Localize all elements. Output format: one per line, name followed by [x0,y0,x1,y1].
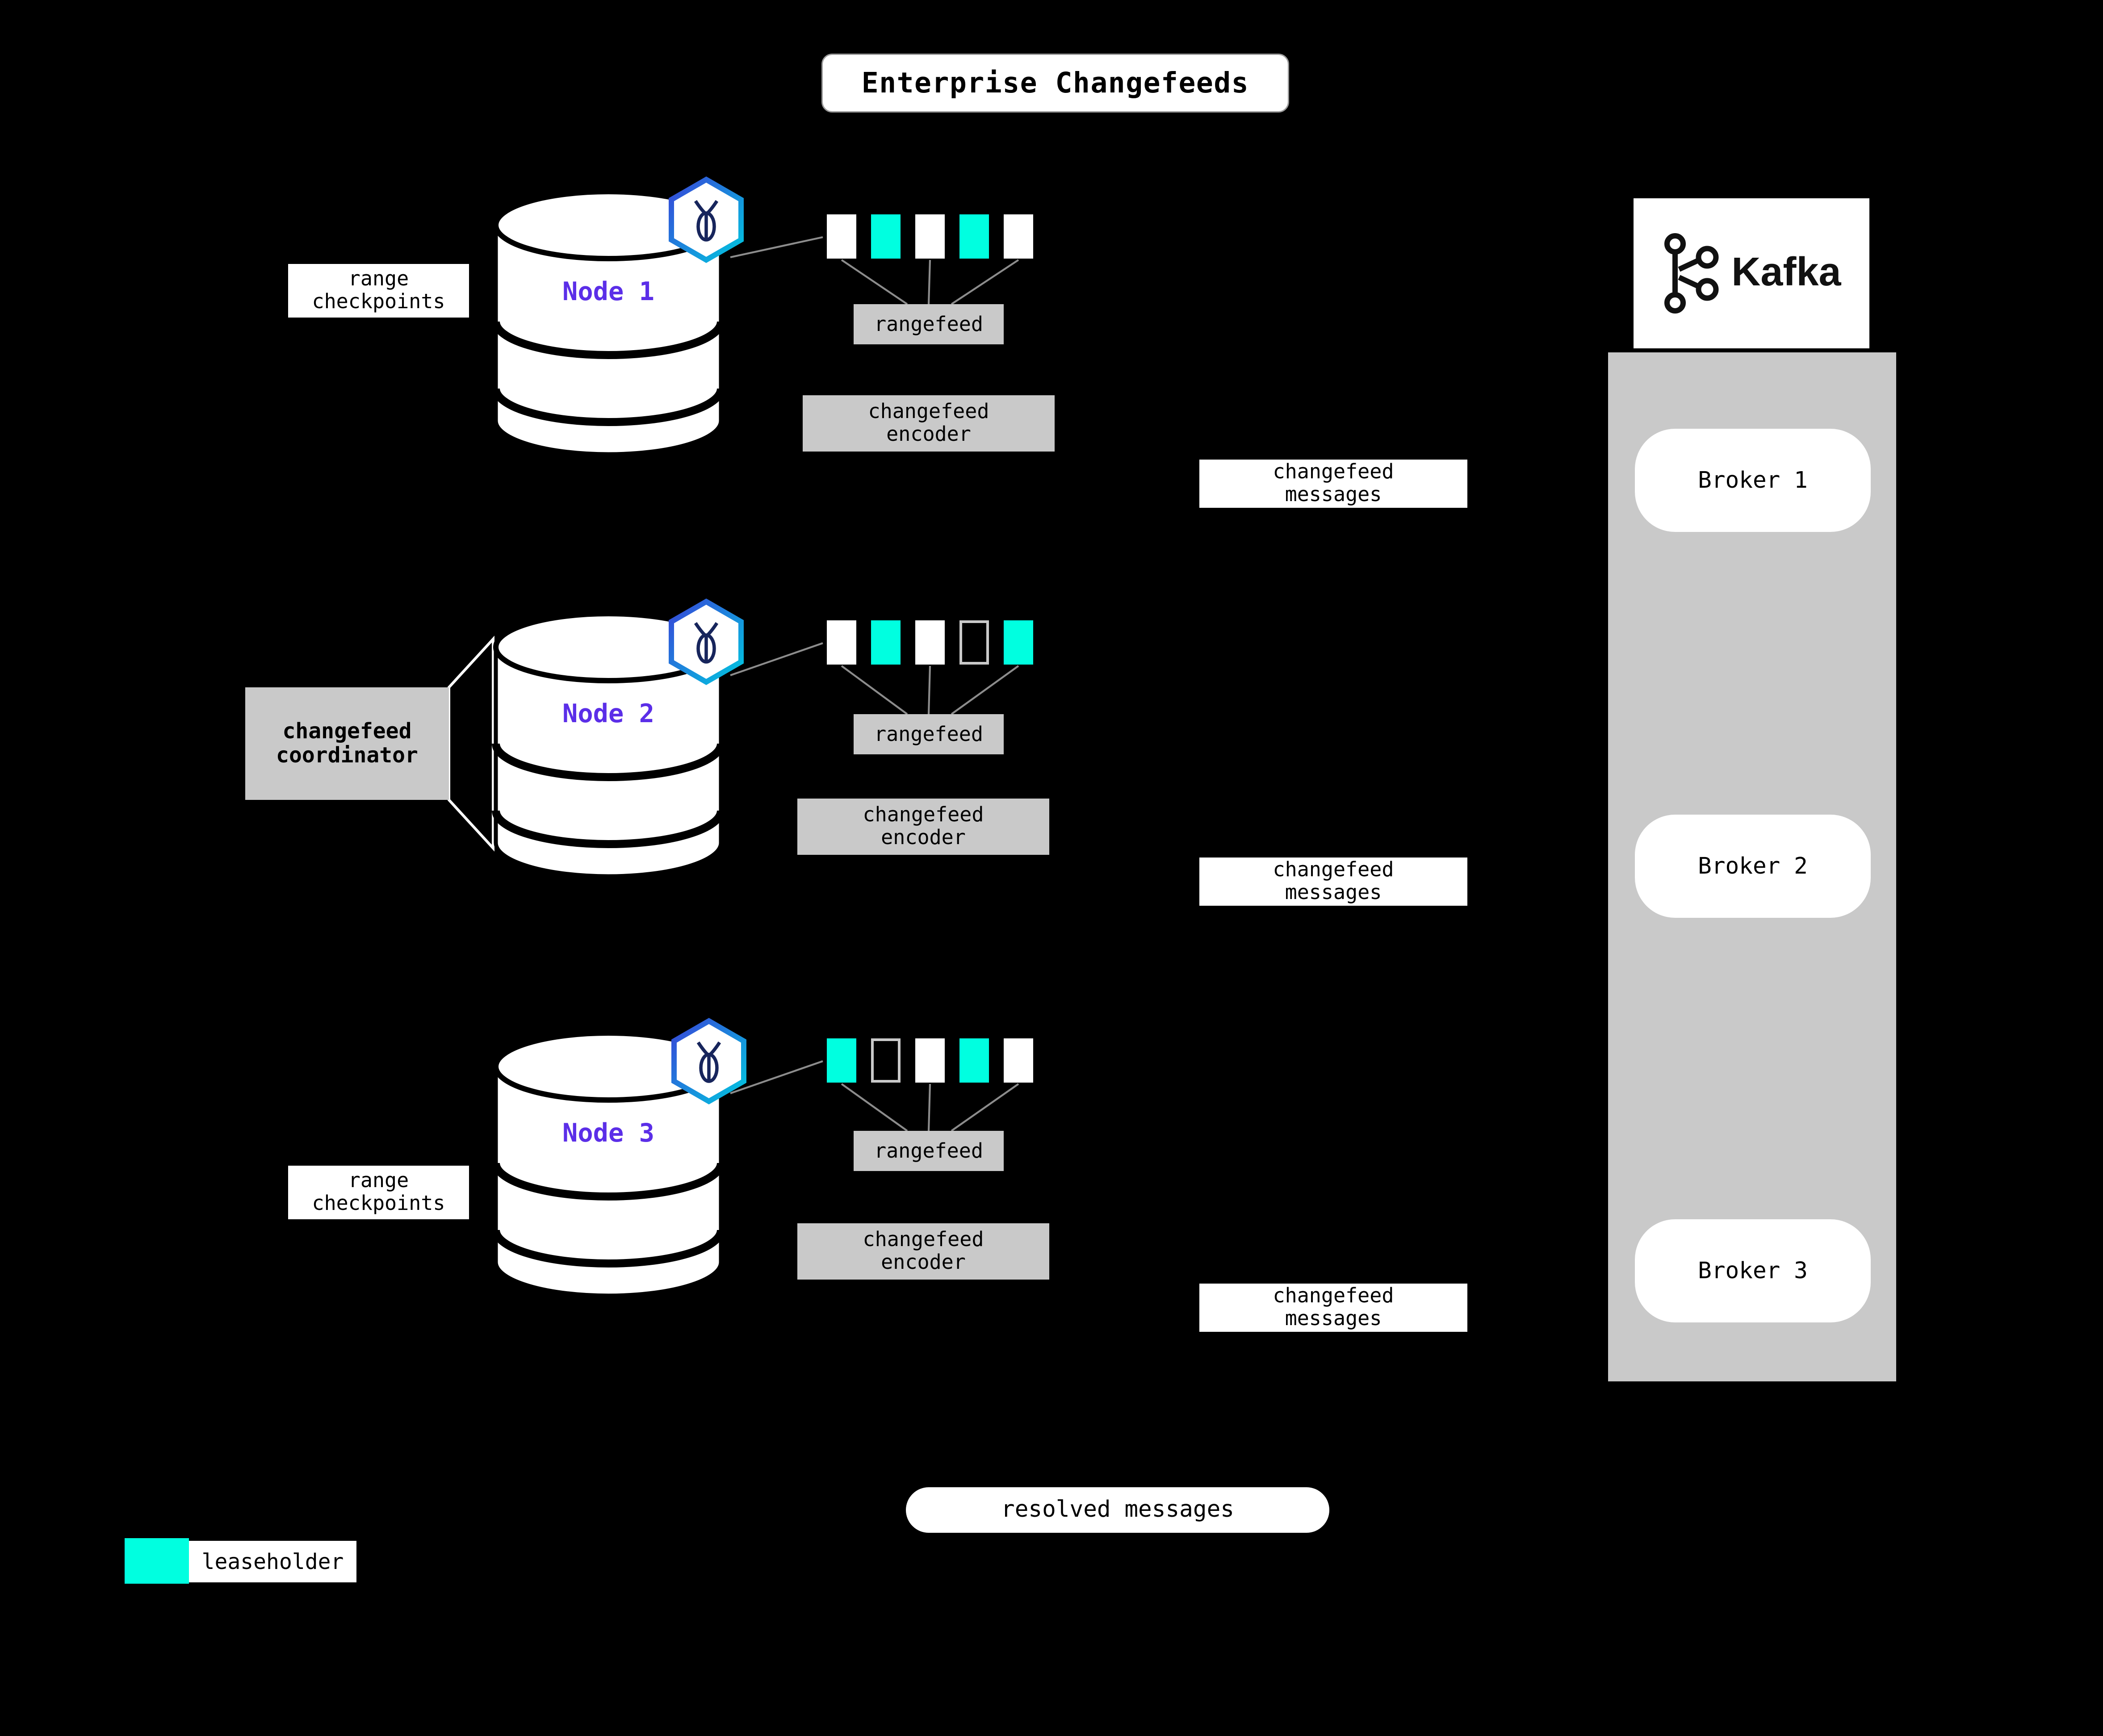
changefeed-messages-label-3: changefeed messages [1199,1284,1467,1332]
range-block-leaseholder [959,214,989,259]
range-block-leaseholder [1004,620,1033,665]
page-title: Enterprise Changefeeds [821,54,1289,113]
resolved-messages-pill: resolved messages [906,1487,1329,1533]
range-block-white [827,620,856,665]
kafka-logo-icon [1664,233,1719,314]
kafka-logo-box: Kafka [1634,198,1869,348]
range-block-leaseholder [959,1038,989,1083]
changefeed-messages-label-2: changefeed messages [1199,858,1467,906]
range-checkpoints-label-1: range checkpoints [288,264,469,318]
range-blocks-1 [827,214,1033,259]
range-blocks-3 [827,1038,1033,1083]
range-block-white [1004,214,1033,259]
legend-leaseholder-label: leaseholder [189,1541,356,1582]
range-block-leaseholder [827,1038,856,1083]
node-label-2: Node 2 [562,699,654,729]
range-block-white [1004,1038,1033,1083]
range-block-empty [871,1038,901,1083]
legend-leaseholder-swatch [125,1538,189,1584]
rangefeed-box-1: rangefeed [854,304,1004,344]
database-cylinder-1 [492,189,725,456]
cockroachdb-logo-icon-2 [669,598,744,685]
range-block-leaseholder [871,214,901,259]
range-block-white [915,620,945,665]
range-checkpoints-label-3: range checkpoints [288,1166,469,1219]
kafka-brokers-panel: Broker 1 Broker 2 Broker 3 [1608,352,1896,1381]
range-block-empty [959,620,989,665]
changefeed-coordinator-label: changefeed coordinator [245,687,449,800]
broker-2: Broker 2 [1635,815,1871,918]
range-block-white [915,214,945,259]
node-label-3: Node 3 [562,1119,654,1148]
range-block-white [915,1038,945,1083]
coordinator-ribbon [448,636,494,852]
changefeed-encoder-box-2: changefeed encoder [797,799,1049,855]
broker-1: Broker 1 [1635,429,1871,532]
changefeed-encoder-box-1: changefeed encoder [803,395,1055,452]
rangefeed-box-3: rangefeed [854,1131,1004,1171]
cockroachdb-logo-icon-1 [669,176,744,263]
broker-3: Broker 3 [1635,1219,1871,1322]
range-block-white [827,214,856,259]
range-block-leaseholder [871,620,901,665]
range-blocks-2 [827,620,1033,665]
changefeed-encoder-box-3: changefeed encoder [797,1223,1049,1280]
changefeed-messages-label-1: changefeed messages [1199,460,1467,508]
database-cylinder-2 [492,611,725,878]
rangefeed-box-2: rangefeed [854,714,1004,754]
node-label-1: Node 1 [562,277,654,307]
kafka-label: Kafka [1731,251,1841,295]
cockroachdb-logo-icon-3 [671,1018,746,1104]
